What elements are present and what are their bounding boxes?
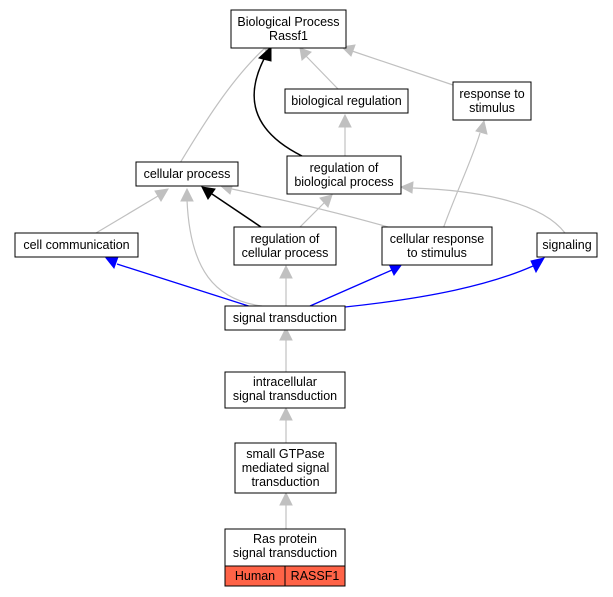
node-label-line: signaling <box>542 238 591 252</box>
edge-cellular-response-to-cellular-process <box>231 188 396 230</box>
gene-cell <box>284 565 346 587</box>
node-label-line: regulation of <box>310 161 379 175</box>
edge-signal-transduction-to-signaling <box>344 265 534 308</box>
node-label-line: mediated signal <box>242 461 330 475</box>
arrowhead-gray <box>279 264 293 279</box>
edge-signaling-to-regulation-of-bp <box>412 187 566 234</box>
annotation-row: Human RASSF1 <box>224 565 346 587</box>
edge-cellular-response-to-response <box>442 132 481 230</box>
edge-regulation-of-cp-to-cellular-process <box>211 193 262 228</box>
arrowhead-gray <box>338 113 352 128</box>
node-response-to-stimulus[interactable]: response to stimulus <box>452 81 532 121</box>
node-cellular-response-to-stimulus[interactable]: cellular response to stimulus <box>381 226 493 266</box>
gene-label: RASSF1 <box>291 569 340 583</box>
node-label-line: cell communication <box>23 238 129 252</box>
node-label-line: cellular process <box>144 167 231 181</box>
edge-signal-transduction-to-cell-communication <box>116 263 259 310</box>
node-cellular-process[interactable]: cellular process <box>135 161 239 187</box>
node-label-line: Rassf1 <box>269 29 308 43</box>
node-small-gtpase-mediated-signal-transduction[interactable]: small GTPase mediated signal transductio… <box>234 442 337 494</box>
node-label-line: signal transduction <box>233 389 337 403</box>
arrowhead-gray <box>475 119 488 135</box>
node-label-line: biological regulation <box>291 94 402 108</box>
node-label-line: regulation of <box>251 232 320 246</box>
nodes: Biological Process Rassf1 biological reg… <box>14 9 598 587</box>
edge-regulation-of-bp-to-root <box>253 56 303 157</box>
arrowhead-blue <box>105 256 119 270</box>
node-intracellular-signal-transduction[interactable]: intracellular signal transduction <box>224 371 346 409</box>
edge-signal-transduction-to-cellular-response <box>309 269 393 307</box>
node-label-line: Ras protein <box>253 532 317 546</box>
node-label-line: Biological Process <box>237 15 339 29</box>
node-label-line: to stimulus <box>407 246 467 260</box>
arrowhead-gray <box>399 181 414 194</box>
arrowhead-blue <box>388 263 403 276</box>
node-label-line: small GTPase <box>246 447 325 461</box>
node-label-line: cellular response <box>390 232 485 246</box>
arrowhead-gray <box>180 187 194 202</box>
node-signaling[interactable]: signaling <box>536 232 598 258</box>
node-label-line: biological process <box>294 175 393 189</box>
node-signal-transduction[interactable]: signal transduction <box>224 305 346 331</box>
node-label-line: cellular process <box>242 246 329 260</box>
edge-response-to-stimulus-to-root <box>351 50 457 87</box>
node-label-line: intracellular <box>253 375 317 389</box>
edge-biological-regulation-to-root <box>305 55 339 90</box>
edge-cellular-process-to-root <box>179 47 266 164</box>
node-label-line: signal transduction <box>233 311 337 325</box>
arrowhead-black <box>201 186 216 200</box>
arrowhead-gray <box>319 194 333 208</box>
arrowhead-gray <box>279 406 293 421</box>
arrowhead-blue <box>530 257 546 274</box>
node-label-line: stimulus <box>469 101 515 115</box>
node-label-line: transduction <box>251 475 319 489</box>
arrowhead-gray <box>154 188 169 202</box>
arrowhead-gray <box>279 326 293 341</box>
node-regulation-of-cellular-process[interactable]: regulation of cellular process <box>233 226 337 266</box>
node-biological-regulation[interactable]: biological regulation <box>284 88 409 114</box>
species-label: Human <box>235 569 275 583</box>
arrowhead-gray <box>279 491 293 506</box>
node-label-line: response to <box>459 87 524 101</box>
edge-signal-transduction-to-cellular-process <box>186 199 263 307</box>
node-biological-process-root[interactable]: Biological Process Rassf1 <box>230 9 347 49</box>
node-regulation-of-biological-process[interactable]: regulation of biological process <box>286 155 402 195</box>
edge-cell-communication-to-cellular-process <box>95 195 159 234</box>
node-ras-protein-signal-transduction[interactable]: Ras protein signal transduction <box>224 528 346 567</box>
edge-regulation-of-cp-to-regulation-of-bp <box>299 202 325 228</box>
node-label-line: signal transduction <box>233 546 337 560</box>
node-cell-communication[interactable]: cell communication <box>14 232 139 258</box>
arrowhead-gray <box>299 47 312 61</box>
arrowhead-black <box>257 45 272 62</box>
